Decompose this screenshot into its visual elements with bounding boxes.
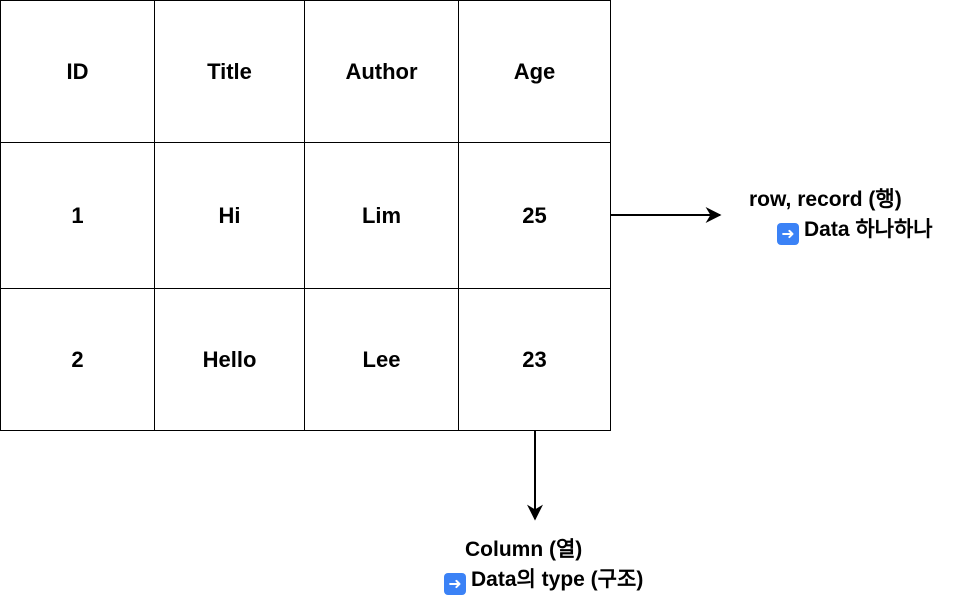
right-arrow-emoji-icon: ➜ bbox=[777, 223, 799, 245]
column-annotation-description: Data의 type (구조) bbox=[471, 568, 644, 591]
row-annotation-description-line: ➜Data 하나하나 bbox=[749, 215, 933, 245]
table-cell: 23 bbox=[458, 288, 611, 431]
data-table: ID Title Author Age 1 Hi Lim 25 2 Hello … bbox=[0, 0, 611, 431]
table-cell: Hi bbox=[154, 142, 305, 289]
table-cell: 2 bbox=[0, 288, 155, 431]
header-cell-age: Age bbox=[458, 0, 611, 143]
row-annotation-description: Data 하나하나 bbox=[804, 218, 933, 241]
table-cell: Lee bbox=[304, 288, 459, 431]
row-annotation-title: row, record (행) bbox=[749, 188, 902, 211]
header-cell-id: ID bbox=[0, 0, 155, 143]
header-cell-author: Author bbox=[304, 0, 459, 143]
row-annotation: row, record (행) ➜Data 하나하나 bbox=[749, 185, 933, 245]
table-cell: 1 bbox=[0, 142, 155, 289]
right-arrow-emoji-icon: ➜ bbox=[444, 573, 466, 595]
table-cell: Hello bbox=[154, 288, 305, 431]
column-annotation-title: Column (열) bbox=[465, 538, 583, 561]
column-annotation: Column (열) ➜Data의 type (구조) bbox=[444, 535, 643, 595]
table-cell: 25 bbox=[458, 142, 611, 289]
header-cell-title: Title bbox=[154, 0, 305, 143]
column-annotation-description-line: ➜Data의 type (구조) bbox=[444, 565, 643, 595]
table-cell: Lim bbox=[304, 142, 459, 289]
